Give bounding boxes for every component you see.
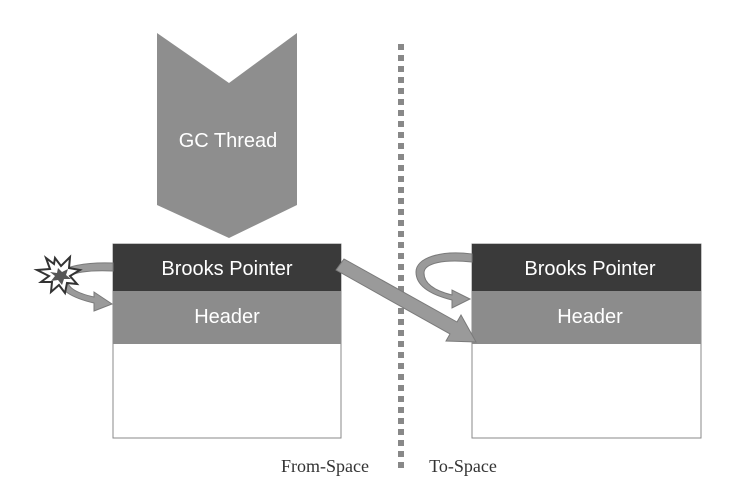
to-space-self-arrow — [415, 252, 473, 309]
forwarding-pointer-arrow — [335, 258, 477, 343]
to-space-header-label: Header — [557, 306, 623, 328]
from-space-header-label: Header — [194, 306, 260, 328]
to-space-brooks-pointer-cell — [472, 244, 701, 291]
to-space-object: Brooks Pointer Header — [471, 243, 702, 439]
gc-thread-arrow: GC Thread — [157, 33, 297, 238]
from-space-brooks-pointer-label: Brooks Pointer — [161, 258, 293, 280]
starburst-icon-core — [50, 268, 71, 285]
from-space-object: Brooks Pointer Header — [112, 243, 342, 439]
from-space-brooks-pointer-cell — [113, 244, 341, 291]
to-space-brooks-pointer-label: Brooks Pointer — [524, 258, 656, 280]
gc-thread-arrow-shape — [157, 33, 297, 238]
from-space-label: From-Space — [281, 456, 369, 476]
to-space-header-cell — [472, 291, 701, 344]
to-space-label: To-Space — [429, 456, 497, 476]
from-space-header-cell — [113, 291, 341, 344]
gc-thread-label: GC Thread — [179, 130, 278, 152]
